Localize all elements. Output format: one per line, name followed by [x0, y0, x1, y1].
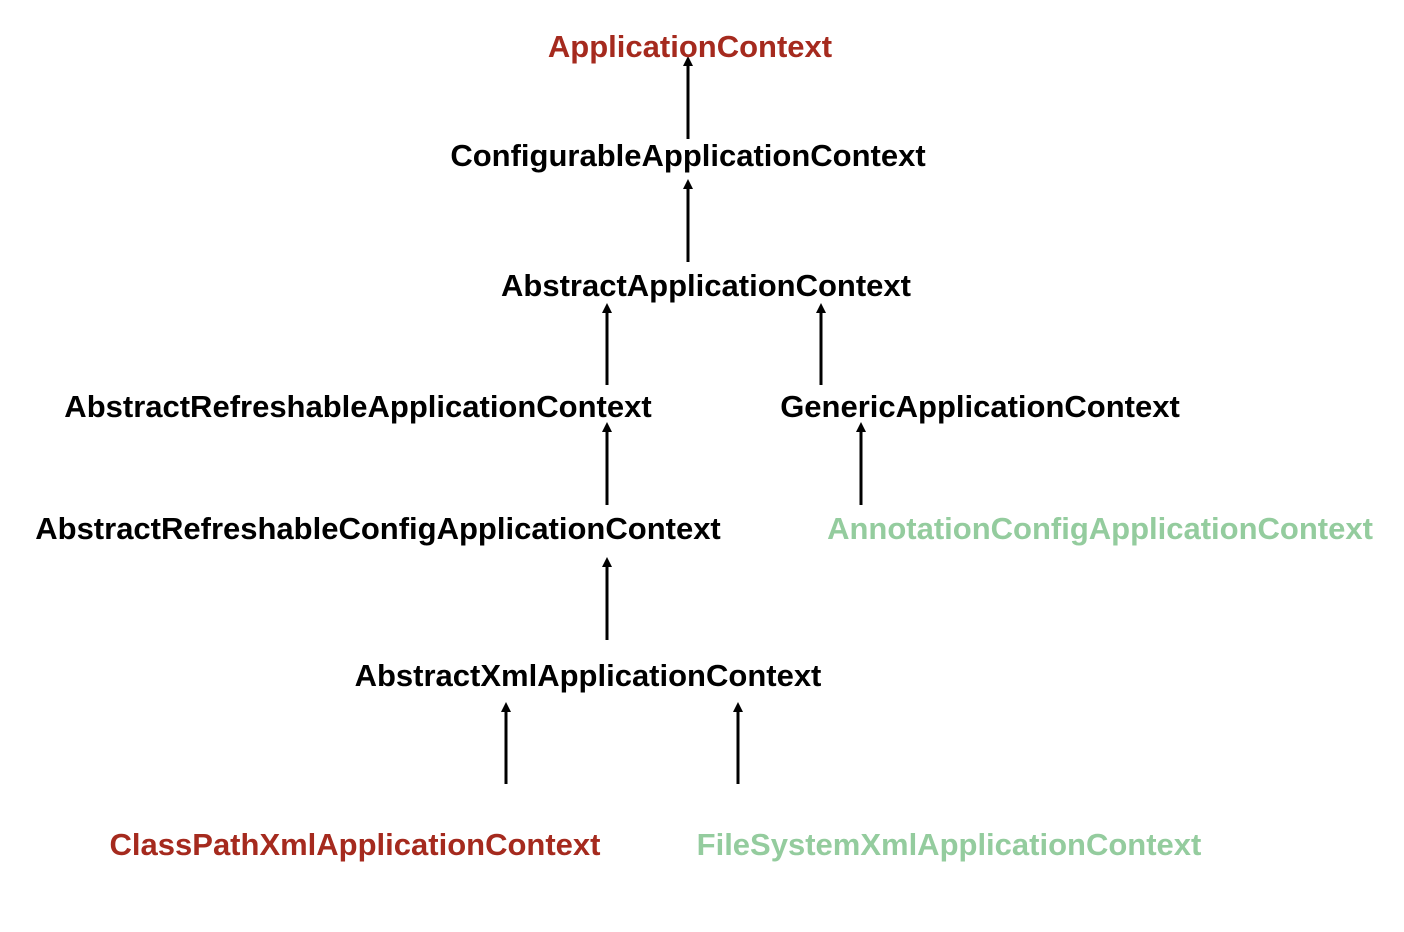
node-abstract-refreshable-config-application-context: AbstractRefreshableConfigApplicationCont…	[35, 511, 721, 546]
node-abstract-refreshable-application-context: AbstractRefreshableApplicationContext	[64, 389, 652, 424]
node-file-system-xml-application-context: FileSystemXmlApplicationContext	[696, 827, 1202, 862]
node-abstract-application-context: AbstractApplicationContext	[501, 268, 911, 303]
node-abstract-xml-application-context: AbstractXmlApplicationContext	[354, 658, 822, 693]
node-class-path-xml-application-context: ClassPathXmlApplicationContext	[109, 827, 601, 862]
node-configurable-application-context: ConfigurableApplicationContext	[450, 138, 926, 173]
node-generic-application-context: GenericApplicationContext	[780, 389, 1180, 424]
node-application-context: ApplicationContext	[547, 29, 833, 64]
node-annotation-config-application-context: AnnotationConfigApplicationContext	[827, 511, 1373, 546]
